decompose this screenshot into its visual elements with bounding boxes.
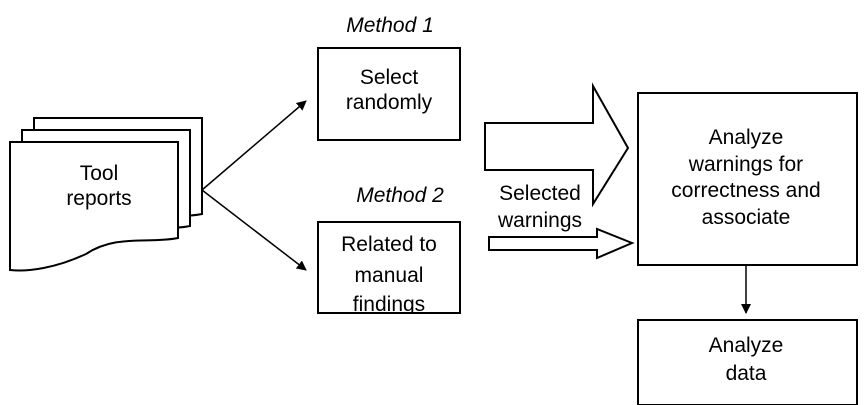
analyze-warnings-line3: correctness and (671, 179, 820, 202)
svg-text:Tool: Tool (80, 162, 119, 185)
method1-box-line2: randomly (346, 91, 433, 114)
method1-box (317, 47, 461, 141)
analyze-data-box (637, 319, 858, 405)
analyze-data-line2: data (726, 362, 767, 385)
analyze-warnings-box (637, 92, 858, 266)
block-arrow-method1 (484, 82, 630, 208)
method2-box-line2: manual (355, 264, 424, 287)
tool-reports-label: Tool reports (66, 162, 131, 210)
method2-box-line3: findings (353, 293, 425, 316)
method2-label: Method 2 (356, 184, 444, 207)
block-arrow-method2 (488, 227, 635, 260)
svg-text:warnings: warnings (497, 209, 582, 232)
analyze-data-line1: Analyze (709, 334, 784, 357)
analyze-warnings-line4: associate (702, 206, 791, 229)
arrow-to-method1 (201, 100, 307, 191)
analyze-warnings-line2: warnings for (688, 153, 803, 176)
method1-label: Method 1 (346, 14, 434, 37)
method1-box-line1: Select (360, 66, 419, 89)
tool-reports-icon (9, 117, 203, 272)
analyze-warnings-line1: Analyze (709, 126, 784, 149)
method2-box (317, 221, 461, 314)
svg-text:Selected: Selected (499, 182, 581, 205)
selected-warnings-label: Selected warnings (497, 182, 582, 232)
method2-box-line1: Related to (341, 233, 437, 256)
svg-text:reports: reports (66, 187, 131, 210)
arrow-to-method2 (201, 189, 307, 271)
